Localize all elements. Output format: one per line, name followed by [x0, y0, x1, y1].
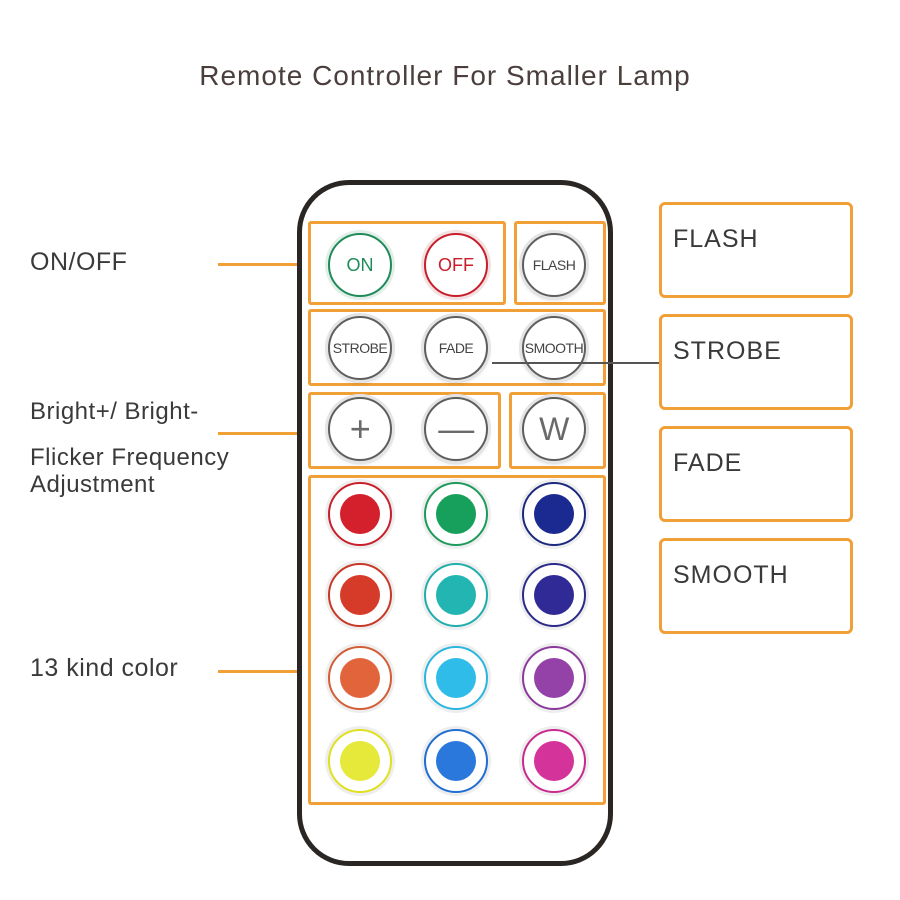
color-swatch-yellow	[340, 741, 380, 781]
brightness-down-button[interactable]: —	[424, 397, 488, 461]
brightness-up-button[interactable]: +	[328, 397, 392, 461]
color-swatch-magenta	[534, 741, 574, 781]
color-swatch-purple	[534, 658, 574, 698]
color-button-red-orange[interactable]	[328, 563, 392, 627]
smooth-mode-box: SMOOTH	[659, 538, 853, 634]
white-group	[509, 392, 606, 469]
strobe-mode-label: STROBE	[673, 337, 782, 365]
on-off-leader-line	[218, 263, 310, 266]
modes-group	[308, 309, 606, 386]
page-title: Remote Controller For Smaller Lamp	[199, 60, 691, 91]
strobe-connector-line	[492, 362, 659, 364]
color-button-blue[interactable]	[424, 729, 488, 793]
color-button-sky-blue[interactable]	[424, 646, 488, 710]
strobe-mode-box: STROBE	[659, 314, 853, 410]
color-swatch-indigo	[534, 575, 574, 615]
color-button-red[interactable]	[328, 482, 392, 546]
color-swatch-red	[340, 494, 380, 534]
color-button-teal[interactable]	[424, 563, 488, 627]
off-button[interactable]: OFF	[424, 233, 488, 297]
on-button[interactable]: ON	[328, 233, 392, 297]
color-button-indigo[interactable]	[522, 563, 586, 627]
color-swatch-red-orange	[340, 575, 380, 615]
strobe-button[interactable]: STROBE	[328, 316, 392, 380]
fade-mode-label: FADE	[673, 449, 743, 477]
flash-mode-label: FLASH	[673, 225, 759, 253]
color-button-magenta[interactable]	[522, 729, 586, 793]
smooth-mode-label: SMOOTH	[673, 561, 789, 589]
colors-leader-line	[218, 670, 310, 673]
colors-group	[308, 475, 606, 805]
flicker-label-line2: Adjustment	[30, 471, 156, 498]
color-button-orange[interactable]	[328, 646, 392, 710]
fade-mode-box: FADE	[659, 426, 853, 522]
flash-button[interactable]: FLASH	[522, 233, 586, 297]
smooth-button[interactable]: SMOOTH	[522, 316, 586, 380]
color-button-purple[interactable]	[522, 646, 586, 710]
fade-button[interactable]: FADE	[424, 316, 488, 380]
color-button-navy[interactable]	[522, 482, 586, 546]
bright-leader-line	[218, 432, 310, 435]
color-swatch-green	[436, 494, 476, 534]
color-button-yellow[interactable]	[328, 729, 392, 793]
flash-group	[514, 221, 606, 305]
color-swatch-teal	[436, 575, 476, 615]
on-off-group	[308, 221, 506, 305]
bright-label: Bright+/ Bright-	[30, 398, 199, 425]
color-swatch-navy	[534, 494, 574, 534]
colors-label: 13 kind color	[30, 654, 179, 682]
color-button-green[interactable]	[424, 482, 488, 546]
on-off-label: ON/OFF	[30, 248, 128, 276]
color-swatch-sky-blue	[436, 658, 476, 698]
color-swatch-orange	[340, 658, 380, 698]
color-swatch-blue	[436, 741, 476, 781]
brightness-group	[308, 392, 501, 469]
white-button[interactable]: W	[522, 397, 586, 461]
flash-mode-box: FLASH	[659, 202, 853, 298]
flicker-label-line1: Flicker Frequency	[30, 444, 230, 471]
remote-controller: ON OFF FLASH STROBE FADE SMOOTH + — W	[297, 180, 613, 866]
